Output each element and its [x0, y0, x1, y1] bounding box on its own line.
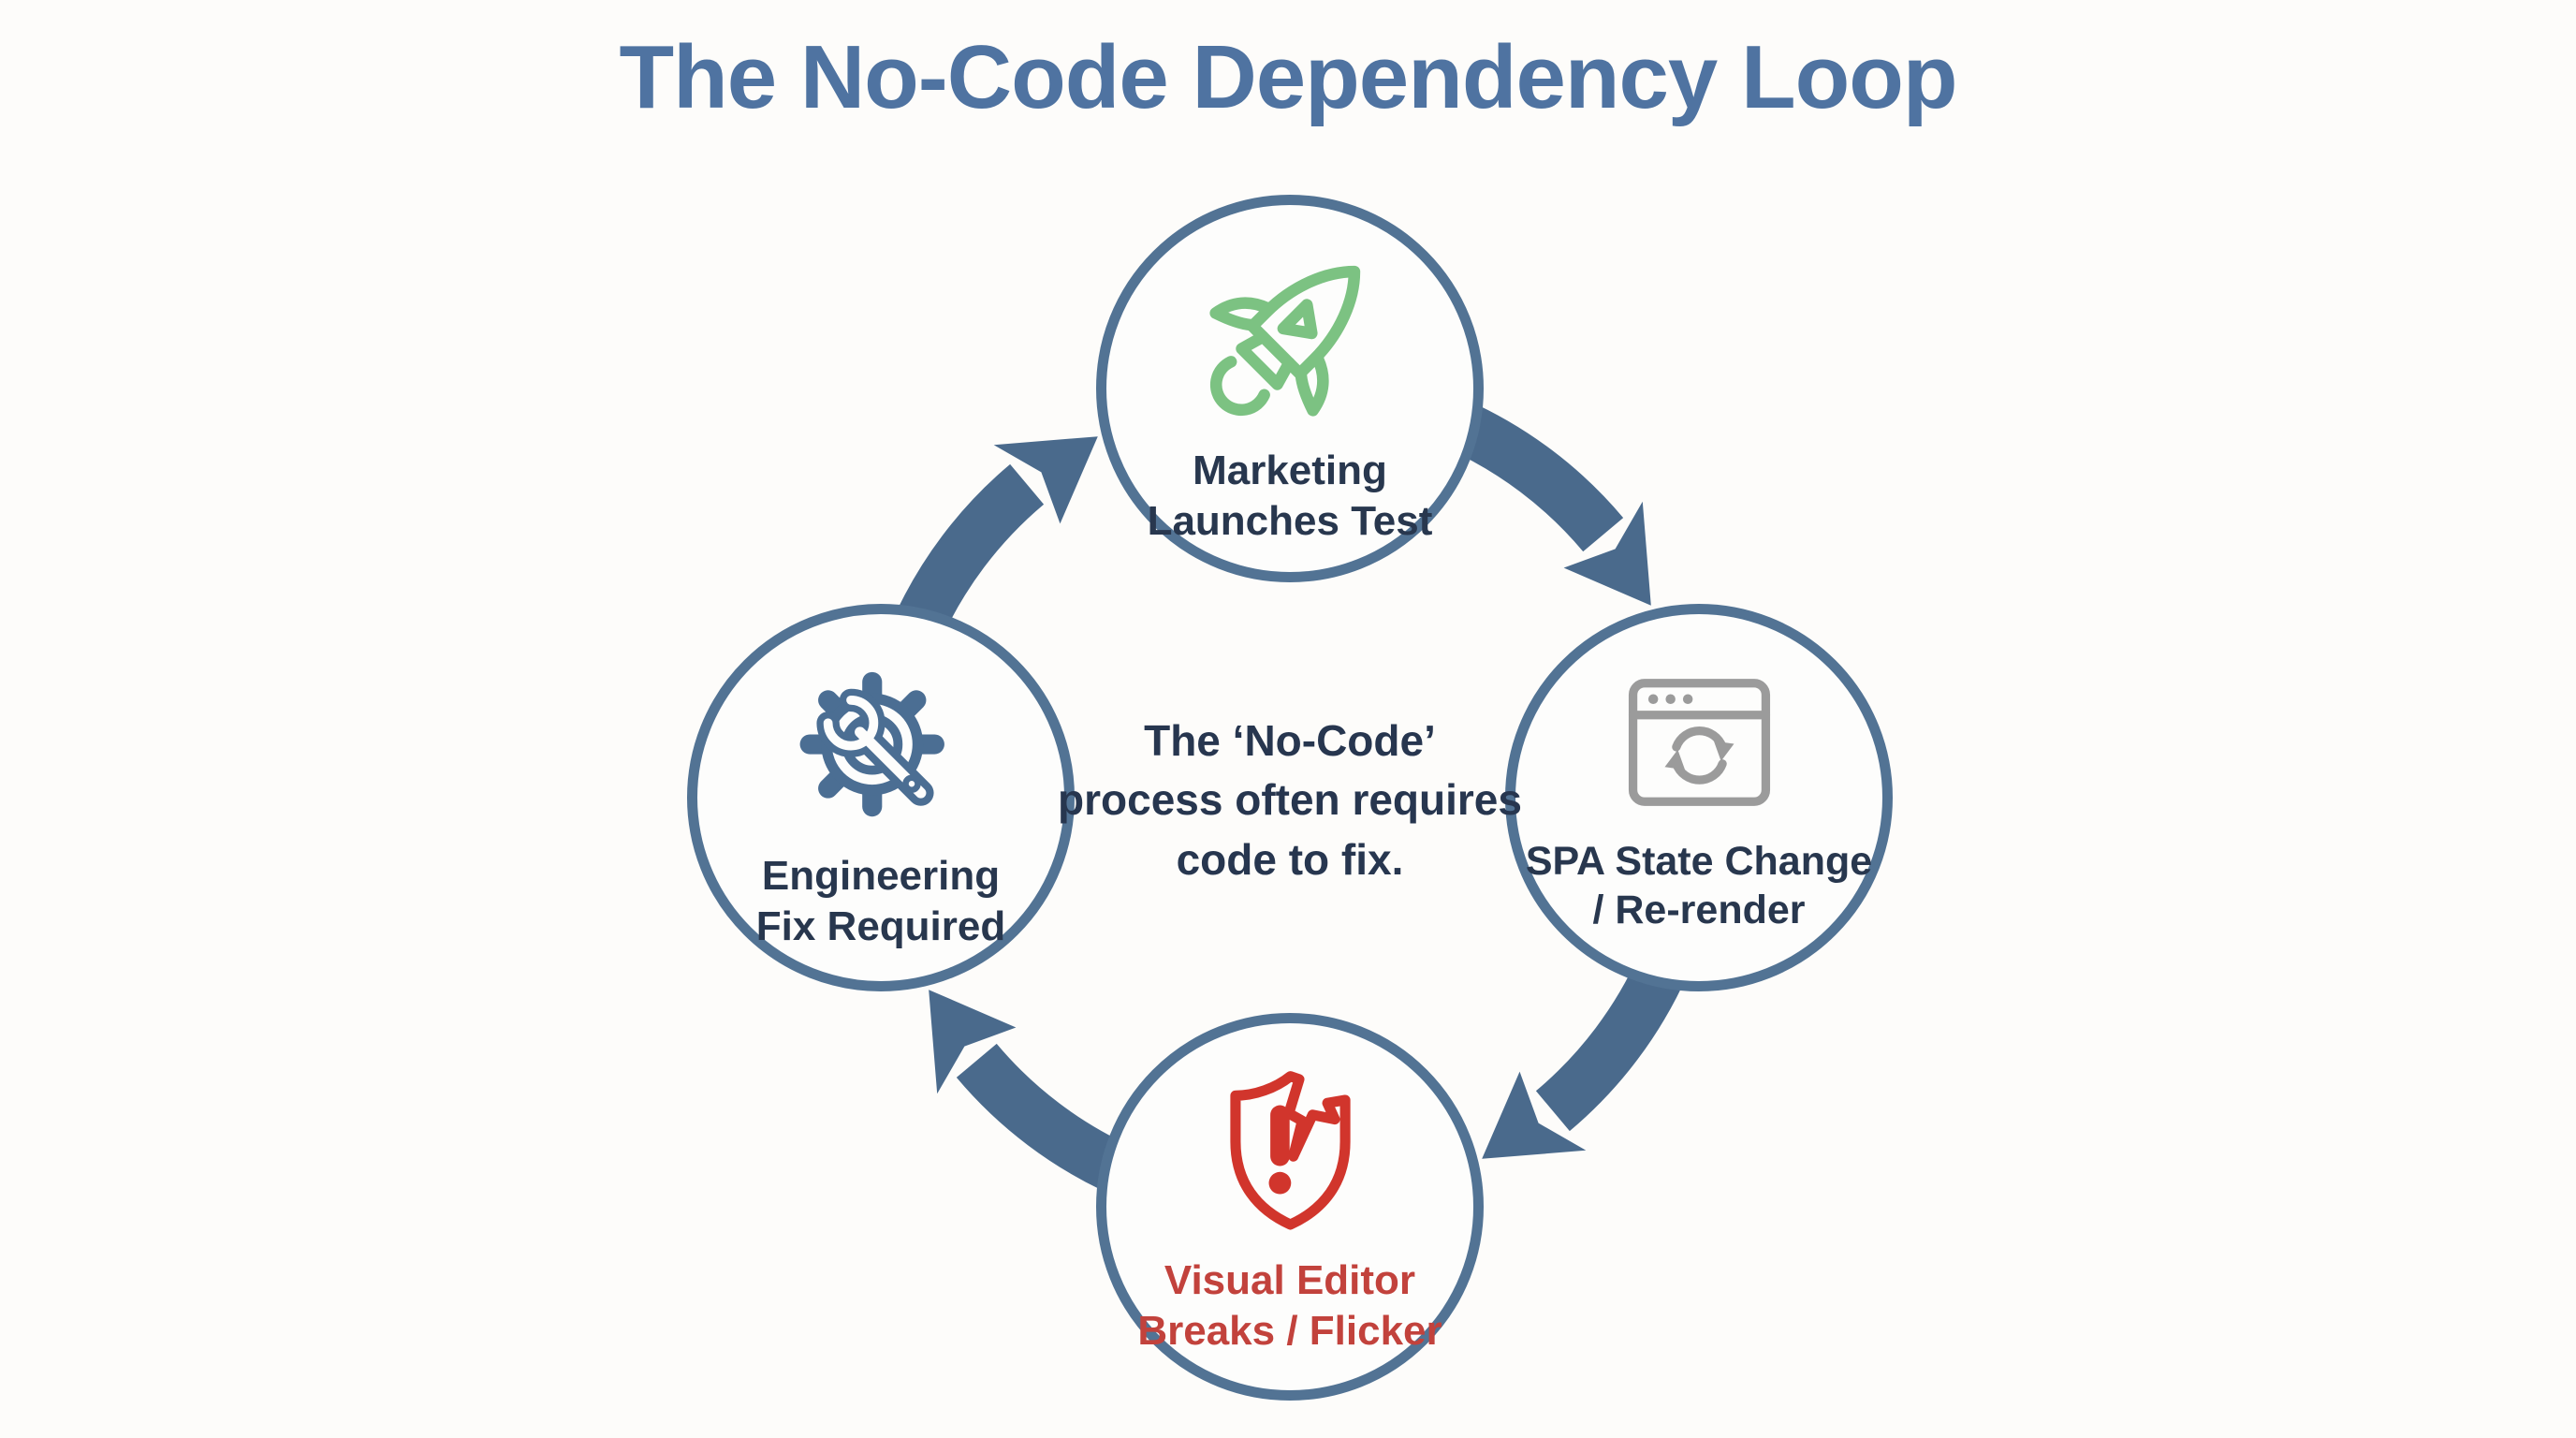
browser-refresh-icon: [1628, 679, 1770, 806]
node-visual-editor-breaks: Visual Editor Breaks / Flicker: [1096, 1013, 1484, 1401]
rocket-icon: [1208, 265, 1360, 417]
node-spa-state-change: SPA State Change / Re-render: [1505, 604, 1893, 991]
arrow-top-to-right-icon: [1445, 400, 1651, 606]
node-label: Visual Editor Breaks / Flicker: [1137, 1257, 1442, 1354]
node-label: Engineering Fix Required: [755, 853, 1006, 949]
page-title: The No-Code Dependency Loop: [619, 27, 1957, 127]
node-label: SPA State Change / Re-render: [1525, 839, 1873, 933]
gear-wrench-icon: [799, 671, 944, 817]
center-caption: The ‘No-Code’ process often requires cod…: [1058, 715, 1522, 884]
arrow-right-to-bottom-icon: [1482, 953, 1688, 1159]
node-engineering-fix: Engineering Fix Required: [687, 604, 1075, 991]
arrow-left-to-top-icon: [892, 436, 1098, 642]
arrow-bottom-to-left-icon: [929, 990, 1134, 1196]
node-marketing-launches-test: Marketing Launches Test: [1096, 195, 1484, 582]
node-label: Marketing Launches Test: [1147, 448, 1433, 544]
broken-shield-alert-icon: [1229, 1071, 1351, 1230]
